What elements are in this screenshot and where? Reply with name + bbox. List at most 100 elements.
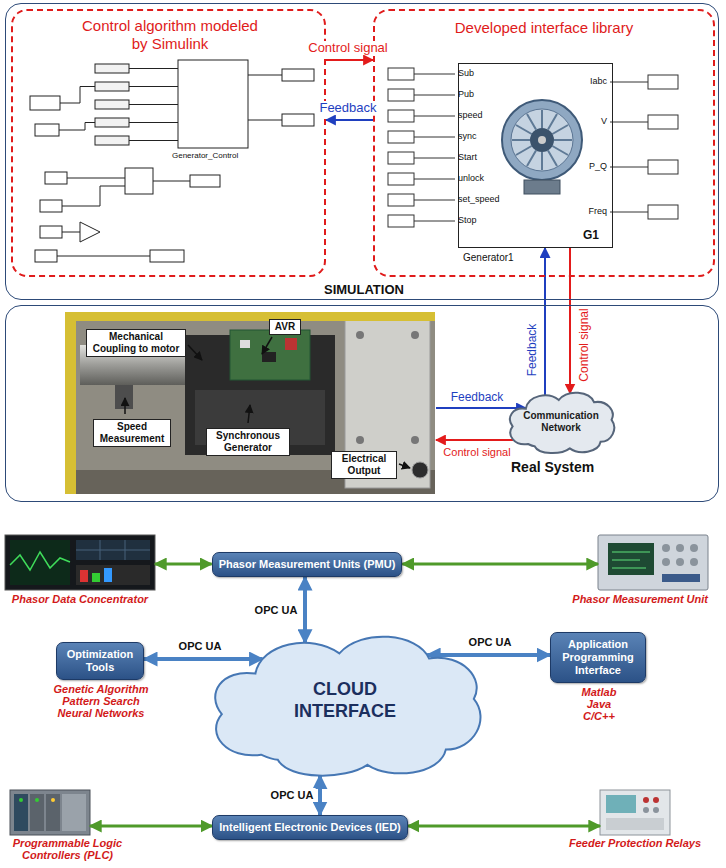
simulink-model <box>67 178 125 179</box>
plc-device <box>14 794 28 831</box>
callout-label: Speed Measurement <box>93 419 171 447</box>
plc-device <box>19 798 23 802</box>
pdc-screen <box>76 540 150 560</box>
port-name: set_speed <box>458 194 500 205</box>
edge-label: OPC UA <box>269 788 316 802</box>
simulink-model <box>40 200 62 212</box>
port-name: Pub <box>458 89 474 100</box>
edge-label: Feedback <box>449 390 506 404</box>
simulink-wiring <box>388 110 414 122</box>
pmu-device <box>690 558 698 566</box>
simulink-wiring <box>610 82 648 212</box>
pmu-device <box>598 535 708 590</box>
edge-label: OPC UA <box>467 635 514 649</box>
cloud-outline <box>510 393 614 453</box>
box-label: Phasor Measurement Units (PMU) <box>219 558 396 571</box>
test-bench-photo <box>65 312 76 494</box>
test-bench-photo <box>412 462 428 478</box>
simulink-wiring <box>414 74 455 221</box>
simulink-model <box>150 250 184 262</box>
test-bench-photo <box>188 345 202 360</box>
test-bench-photo <box>356 331 364 339</box>
test-bench-photo <box>240 340 250 348</box>
test-bench-photo <box>230 330 310 380</box>
plc-device <box>10 790 90 835</box>
generator-icon <box>455 60 610 245</box>
test-bench-photo <box>65 312 435 494</box>
plc-device <box>62 794 86 831</box>
relay-image: Feeder Protection Relays <box>600 790 670 835</box>
network-cloud: Communication Network <box>506 389 616 455</box>
test-bench-photo <box>356 436 364 444</box>
pdc-screen <box>76 540 150 560</box>
simulink-wiring <box>648 115 678 129</box>
relay-device <box>600 790 670 835</box>
edge-label: Control signal <box>441 445 512 459</box>
generator-icon <box>524 180 560 194</box>
test-bench-photo <box>399 464 410 468</box>
relay-device <box>653 807 659 813</box>
port-name: Iabc <box>566 76 607 87</box>
simulink-wiring <box>388 89 414 101</box>
generator-icon <box>511 109 573 171</box>
connector <box>436 407 526 409</box>
simulink-model <box>178 60 248 148</box>
model-region: Control algorithm modeled by Simulink <box>11 9 326 277</box>
cloud-label: CLOUD INTERFACE <box>285 678 405 722</box>
simulink-wiring <box>388 215 414 227</box>
simulink-wiring <box>388 68 414 80</box>
plc-device <box>10 790 90 835</box>
block-name: G1 <box>583 228 599 242</box>
pmu-device <box>608 543 654 575</box>
test-bench-photo <box>65 312 435 321</box>
pdc-screen <box>80 570 88 582</box>
pmu-device <box>662 574 700 582</box>
generator-icon <box>512 110 572 170</box>
simulink-model <box>95 118 129 127</box>
pdc-screen <box>92 573 100 582</box>
simulink-model <box>95 82 129 91</box>
test-bench-photo <box>285 338 297 350</box>
port-name: Freq <box>566 206 607 217</box>
process-box: Phasor Measurement Units (PMU) <box>212 552 403 577</box>
port-name: Sub <box>458 68 474 79</box>
pdc-screen <box>76 565 150 585</box>
connector <box>402 563 598 566</box>
simulink-model <box>62 181 190 232</box>
simulink-model <box>30 96 60 110</box>
edge-label: Feedback <box>317 101 378 115</box>
simulink-wiring <box>648 160 678 174</box>
region-title: Real System <box>511 459 594 475</box>
edge-label: Control signal <box>306 41 390 55</box>
image-caption: Phasor Measurement Unit <box>558 593 708 605</box>
pdc-screen <box>5 535 155 590</box>
port-name: speed <box>458 110 483 121</box>
simulink-model <box>35 250 57 262</box>
test-bench-photo <box>262 352 276 362</box>
simulink-model <box>95 64 129 73</box>
simulink-model <box>45 172 67 184</box>
simulink-model <box>95 136 129 145</box>
box-note: Genetic Algorithm Pattern Search Neural … <box>46 683 156 719</box>
relay-device <box>606 818 664 830</box>
connector <box>144 657 263 661</box>
connector <box>436 439 514 441</box>
box-label: Optimization Tools <box>63 648 137 674</box>
connector <box>326 119 373 121</box>
edge-label: Control signal <box>577 306 591 383</box>
relay-device <box>606 795 636 813</box>
box-label: Intelligent Electronic Devices (IED) <box>219 821 401 834</box>
port-name: Stop <box>458 215 477 226</box>
plc-image: Programmable Logic Controllers (PLC) <box>10 790 90 835</box>
port-name: sync <box>458 131 477 142</box>
port-name: unlock <box>458 173 484 184</box>
region-title: SIMULATION <box>324 282 404 297</box>
pdc-image: Phasor Data Concentrator <box>5 535 155 590</box>
box-label: Application Programming Interface <box>557 638 639 677</box>
test-bench-photo <box>65 312 435 494</box>
plc-device <box>35 798 39 802</box>
simulink-model <box>57 256 150 257</box>
simulink-model <box>35 124 59 136</box>
